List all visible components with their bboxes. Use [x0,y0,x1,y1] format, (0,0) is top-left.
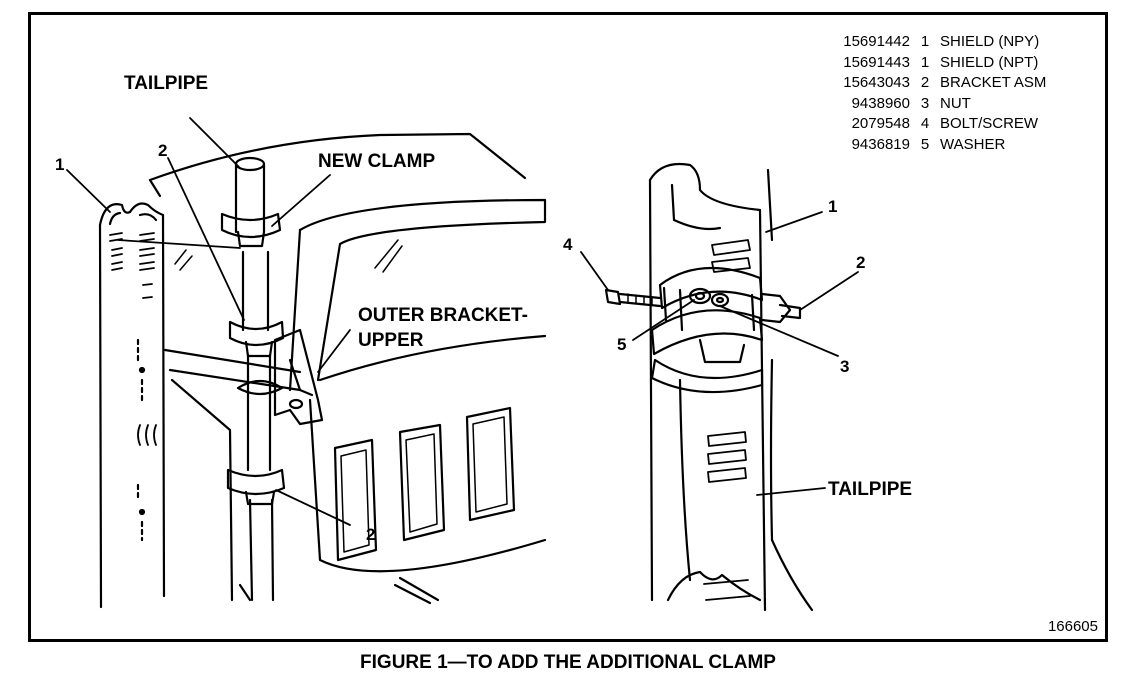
part-description: NUT [940,94,971,112]
figure-caption: FIGURE 1—TO ADD THE ADDITIONAL CLAMP [360,652,776,673]
left-leaders [66,117,351,526]
right-shield [648,162,767,612]
right-bolt [604,288,662,308]
parts-list: 15691442 1 SHIELD (NPY) 15691443 1 SHIEL… [820,32,1046,155]
part-description: SHIELD (NPY) [940,33,1040,50]
callout-left-bracket-bottom: 2 [366,525,376,544]
part-number: 15643043 [843,74,910,91]
part-index: 1 [920,33,930,50]
part-number: 15691442 [843,33,910,50]
parts-row: 9436819 5 WASHER [820,135,1046,156]
part-number: 15691443 [843,53,910,71]
callout-left-shield: 1 [55,155,65,174]
part-index: 5 [920,135,930,153]
parts-row: 2079548 4 BOLT/SCREW [820,114,1046,135]
callout-right-nut: 3 [840,357,850,376]
part-description: BRACKET ASM [940,74,1047,91]
callout-right-shield: 1 [828,197,838,216]
label-outer-bracket-line1: OUTER BRACKET- [358,305,528,326]
parts-row: 9438960 3 NUT [820,94,1046,115]
part-index: 4 [920,115,930,132]
part-number: 9438960 [851,94,910,112]
label-outer-bracket-line2: UPPER [358,330,424,351]
part-description: BOLT/SCREW [940,115,1039,132]
parts-row: 15691442 1 SHIELD (NPY) [820,32,1046,53]
parts-row: 15643043 2 BRACKET ASM [820,73,1046,94]
callout-right-bracket: 2 [856,253,866,272]
part-index: 1 [920,53,930,71]
label-tailpipe-right: TAILPIPE [828,479,913,500]
label-tailpipe-left: TAILPIPE [124,73,209,94]
part-number: 9436819 [851,135,910,153]
part-description: SHIELD (NPT) [940,53,1039,71]
label-new-clamp: NEW CLAMP [318,151,436,172]
part-index: 2 [920,74,930,91]
left-tailpipe [220,156,324,602]
part-index: 3 [920,94,930,112]
right-bracket [650,266,802,394]
callout-right-bolt: 4 [563,235,573,254]
figure-frame [28,12,1108,642]
parts-row: 15691443 1 SHIELD (NPT) [820,53,1046,74]
callout-right-washer: 5 [617,335,627,354]
part-number: 2079548 [851,115,910,132]
right-tailpipe [678,168,814,612]
truck-body [148,132,547,605]
callout-left-bracket-top: 2 [158,141,168,160]
figure-number: 166605 [1047,618,1098,635]
part-description: WASHER [940,135,1006,153]
right-leaders [580,211,859,496]
left-shield [98,202,166,609]
